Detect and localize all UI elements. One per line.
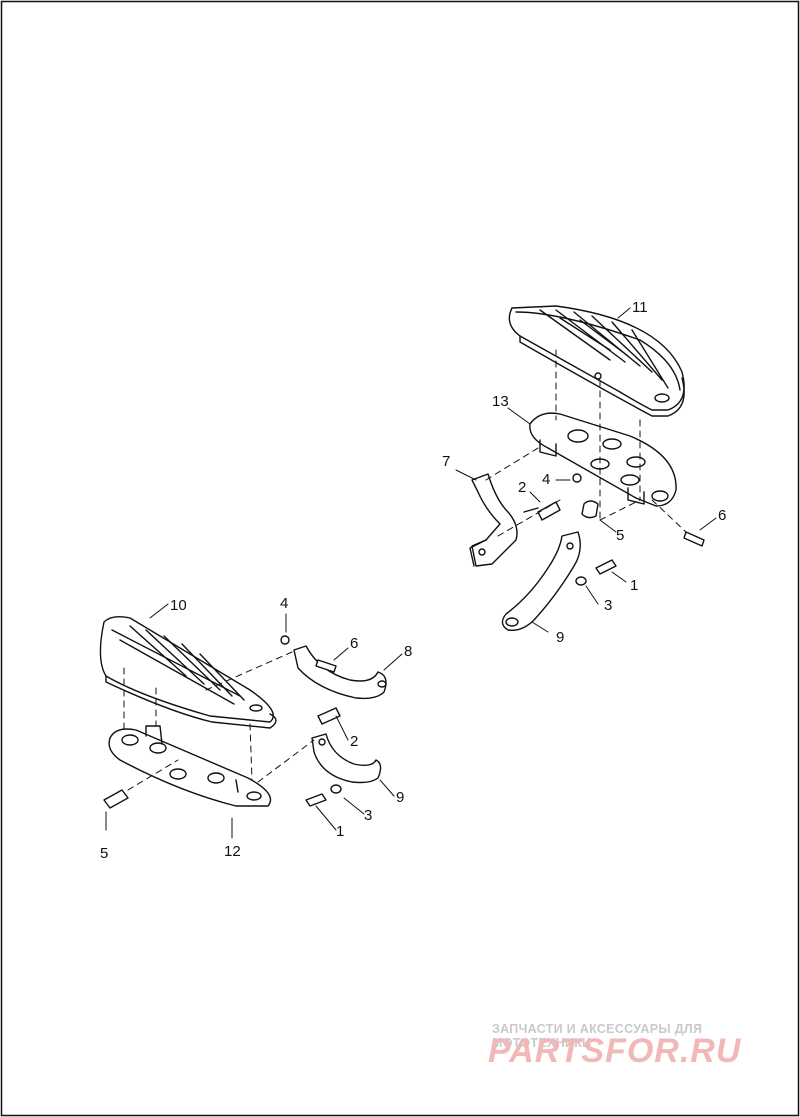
- left-hardware: [103, 635, 342, 809]
- callout-5-left: 5: [100, 845, 108, 862]
- leader-lines: [105, 307, 717, 839]
- callout-4-left: 4: [280, 595, 288, 612]
- left-bracket-9: [311, 733, 382, 784]
- callout-5-right: 5: [616, 527, 624, 544]
- left-floorboard-support: [108, 725, 272, 807]
- callout-11: 11: [632, 299, 648, 316]
- callout-1-left: 1: [336, 823, 344, 840]
- right-bracket-9: [501, 531, 581, 631]
- callout-6-left: 6: [350, 635, 358, 652]
- callout-labels: 11 13 7 2 4 5 6 1 3 9 10 4 6 8 2 9 3 1 5…: [100, 299, 726, 862]
- callout-2-left: 2: [350, 733, 358, 750]
- callout-8: 8: [404, 643, 412, 660]
- right-floorboard-pad: [508, 305, 685, 417]
- left-assembly-lines: [123, 651, 315, 791]
- right-floorboard-support: [529, 412, 677, 507]
- callout-10: 10: [170, 597, 187, 614]
- left-bracket-8: [293, 645, 387, 700]
- right-hardware: [523, 372, 705, 586]
- callout-3-right: 3: [604, 597, 612, 614]
- right-assembly-lines: [485, 349, 687, 537]
- watermark-tagline: ЗАПЧАСТИ И АКСЕССУАРЫ ДЛЯ МОТОТЕХНИКИ: [492, 1022, 703, 1050]
- right-bracket-7: [469, 473, 518, 567]
- callout-7: 7: [442, 453, 450, 470]
- callout-9-left: 9: [396, 789, 404, 806]
- callout-1-right: 1: [630, 577, 638, 594]
- callout-12: 12: [224, 843, 241, 860]
- left-floorboard-pad: [99, 615, 277, 729]
- callout-4-right: 4: [542, 471, 550, 488]
- watermark-brand: PARTSFOR.RU: [488, 1032, 742, 1070]
- callout-6-right: 6: [718, 507, 726, 524]
- callout-13: 13: [492, 393, 509, 410]
- callout-2-right: 2: [518, 479, 526, 496]
- callout-9-right: 9: [556, 629, 564, 646]
- callout-3-left: 3: [364, 807, 372, 824]
